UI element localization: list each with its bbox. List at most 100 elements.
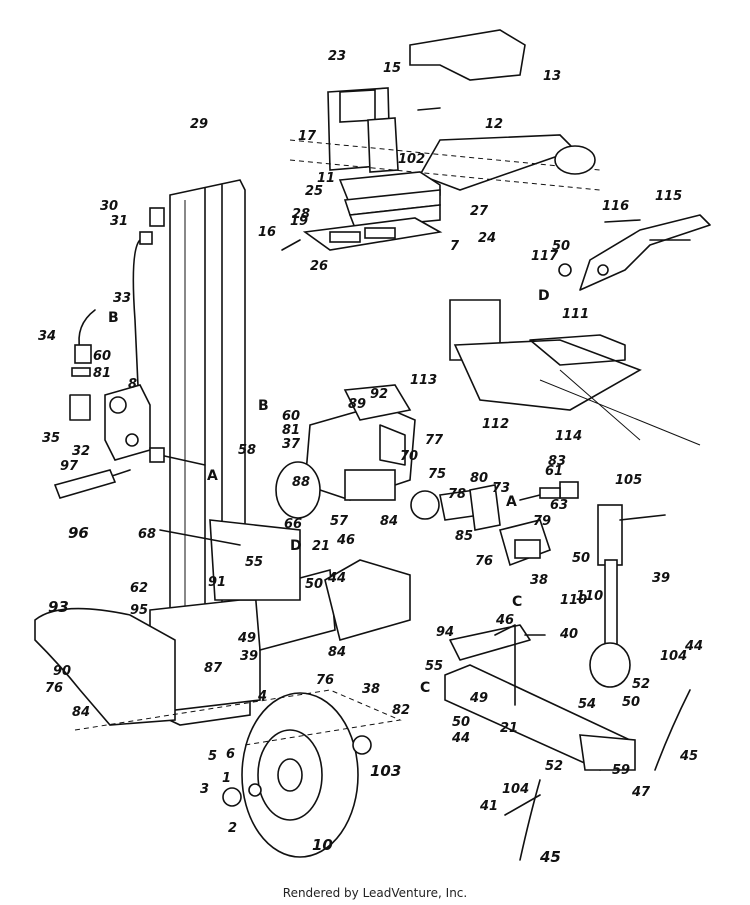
callout-32: 32: [72, 444, 90, 459]
chain-bottom: [519, 779, 541, 861]
fitting-81: [71, 367, 91, 377]
callout-62: 62: [130, 581, 148, 596]
callout-59: 59: [612, 763, 630, 778]
callout-93: 93: [48, 598, 69, 616]
callout-2: 2: [228, 821, 237, 836]
callout-8: 8: [128, 377, 137, 392]
callout-84-left: 84: [72, 705, 90, 720]
fitting-30: [149, 207, 165, 227]
callout-81-mid: 81: [282, 423, 300, 438]
callout-55-left: 55: [245, 555, 263, 570]
callout-58: 58: [238, 443, 256, 458]
letter-C-low: C: [420, 680, 430, 696]
callout-80: 80: [470, 471, 488, 486]
callout-104-right: 104: [660, 649, 687, 664]
elbow-35: [69, 394, 91, 421]
callout-26: 26: [310, 259, 328, 274]
fitting-A-left: [149, 447, 165, 463]
connection-letters: B A B D A C C D: [108, 288, 550, 696]
callout-111: 111: [562, 307, 589, 322]
callout-44-hitch: 44: [684, 639, 703, 654]
callout-77: 77: [425, 433, 444, 448]
callout-39-left: 39: [240, 649, 258, 664]
callout-60-left: 60: [93, 349, 111, 364]
callout-105: 105: [615, 473, 642, 488]
bolts: [159, 107, 546, 816]
letter-B-left: B: [108, 310, 119, 326]
letter-D-mid: D: [290, 538, 302, 554]
hose-34: [78, 309, 96, 351]
letter-A-left: A: [207, 468, 218, 484]
callout-76-mid: 76: [475, 554, 493, 569]
callout-38-low: 38: [362, 682, 380, 697]
letter-B-mid: B: [258, 398, 269, 414]
callout-labels: 29 30 31 33 34 60 81 8 35 32 97 96 68 62…: [38, 49, 703, 866]
callout-90: 90: [53, 664, 71, 679]
callout-35: 35: [42, 431, 60, 446]
callout-60-mid: 60: [282, 409, 300, 424]
callout-23: 23: [328, 49, 346, 64]
callout-34: 34: [38, 329, 56, 344]
callout-24: 24: [478, 231, 496, 246]
callout-13: 13: [543, 69, 561, 84]
callout-117: 117: [531, 249, 559, 264]
wheel-assembly: [222, 692, 372, 858]
callout-95: 95: [130, 603, 148, 618]
callout-11: 11: [317, 171, 335, 186]
callout-37: 37: [282, 437, 301, 452]
callout-7: 7: [450, 239, 460, 254]
callout-78: 78: [448, 487, 466, 502]
callout-87: 87: [204, 661, 223, 676]
callout-96: 96: [68, 524, 89, 542]
valve-block-79: [499, 519, 552, 567]
hydraulic-line: [132, 239, 141, 431]
callout-97: 97: [60, 459, 79, 474]
fitting-60: [74, 344, 92, 364]
callout-66: 66: [284, 517, 302, 532]
callout-68: 68: [138, 527, 156, 542]
callout-33: 33: [113, 291, 131, 306]
log-splitter-handle: [558, 214, 711, 291]
callout-110-b: 110: [576, 589, 603, 604]
callout-103: 103: [370, 762, 401, 780]
callout-38-mid: 38: [530, 573, 548, 588]
callout-17-top: 17: [298, 129, 317, 144]
callout-40: 40: [559, 627, 578, 642]
callout-84-mid: 84: [380, 514, 398, 529]
callout-50-bracket: 50: [572, 551, 590, 566]
callout-21-right: 21: [500, 721, 518, 736]
callout-50-right: 50: [452, 715, 470, 730]
callout-70: 70: [400, 449, 418, 464]
callout-110-a: 110: [560, 593, 587, 608]
callout-92: 92: [370, 387, 388, 402]
callout-4-top: 4: [257, 689, 267, 704]
callout-76-low: 76: [316, 673, 334, 688]
callout-29: 29: [190, 117, 208, 132]
callout-73: 73: [492, 481, 510, 496]
callout-12: 12: [485, 117, 503, 132]
hose-A-left: [159, 454, 206, 466]
callout-82: 82: [392, 703, 410, 718]
control-valve: [53, 384, 151, 499]
callout-16-top: 16: [258, 225, 276, 240]
callout-5: 5: [208, 749, 217, 764]
callout-47: 47: [631, 785, 651, 800]
callout-57: 57: [330, 514, 349, 529]
callout-46-mid: 46: [336, 533, 355, 548]
wedge-assembly: [449, 299, 701, 446]
callout-104-bottom: 104: [502, 782, 529, 797]
callout-27: 27: [470, 204, 489, 219]
callout-61: 61: [545, 464, 563, 479]
callout-54: 54: [578, 697, 596, 712]
callout-44-right: 44: [451, 731, 470, 746]
callout-115: 115: [655, 189, 682, 204]
callout-45-bottom: 45: [539, 848, 561, 866]
callout-44-mid: 44: [327, 571, 346, 586]
chain-right: [654, 689, 691, 771]
callout-50-hitch: 50: [622, 695, 640, 710]
callout-102: 102: [398, 152, 425, 167]
engine: [275, 384, 416, 519]
callout-1: 1: [222, 771, 231, 786]
